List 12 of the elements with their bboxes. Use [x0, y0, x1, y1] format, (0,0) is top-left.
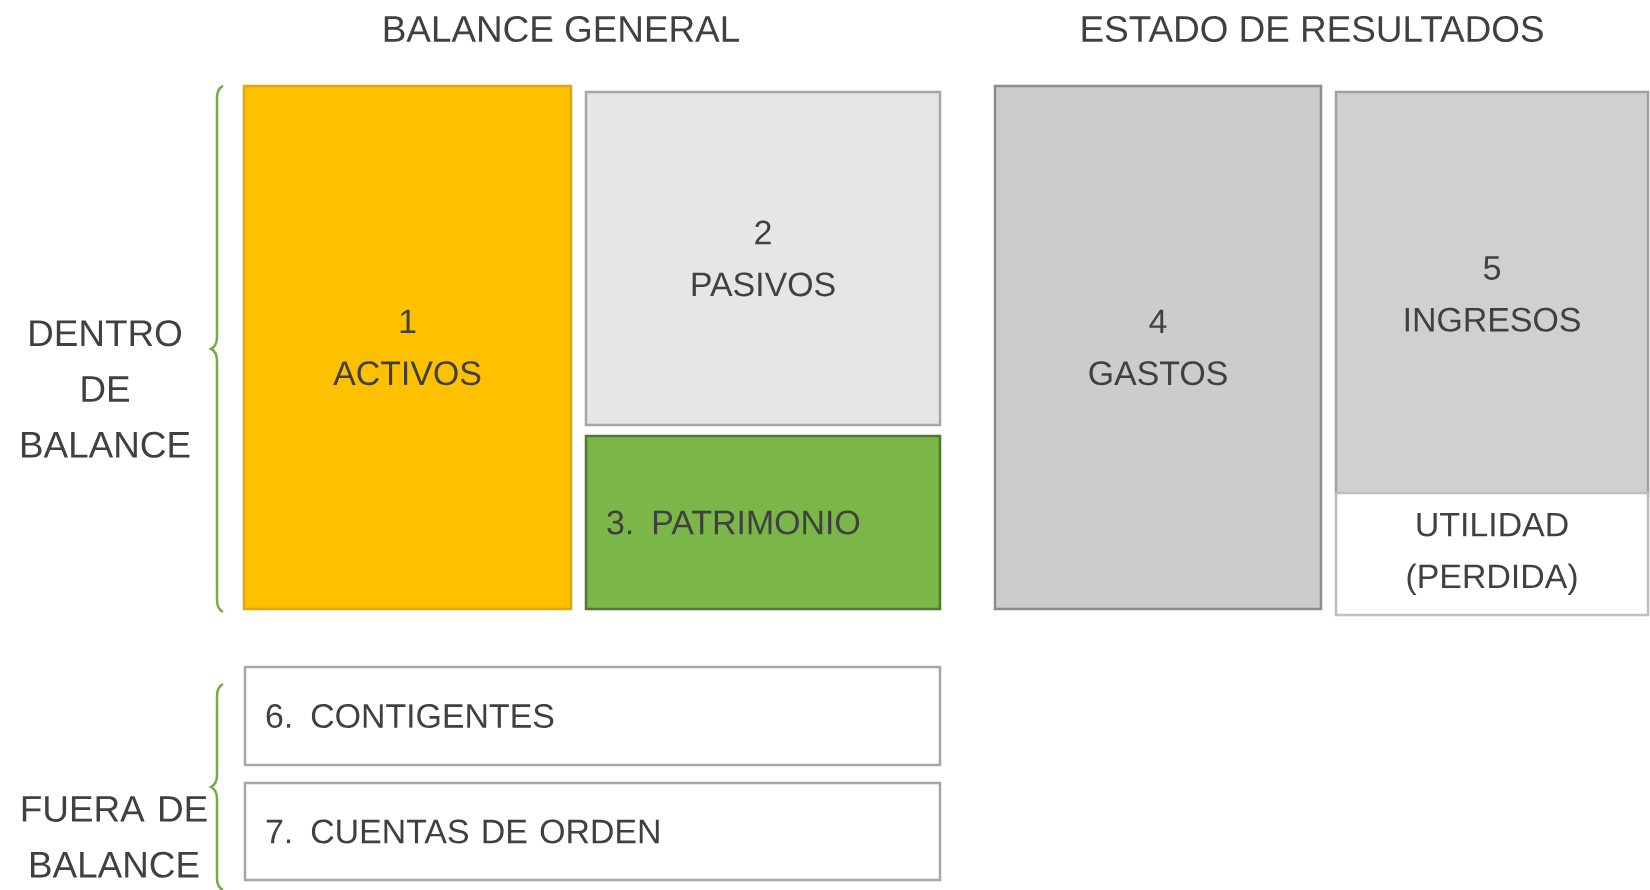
group-label: DENTRO DE BALANCE — [22, 320, 190, 458]
heading: ESTADO DE RESULTADOS — [1082, 15, 1543, 43]
account-box: 1 ACTIVOS — [242, 84, 573, 611]
account-box: 3. PATRIMONIO — [584, 434, 942, 611]
group-label: FUERA DE BALANCE — [22, 796, 207, 878]
account-box: 6. CONTIGENTES — [243, 665, 942, 767]
account-box: 4 GASTOS — [993, 84, 1323, 611]
account-box: 7. CUENTAS DE ORDEN — [243, 781, 942, 882]
heading: BALANCE GENERAL — [384, 15, 739, 43]
account-box: 5 INGRESOS — [1334, 90, 1650, 498]
account-box: UTILIDAD (PERDIDA) — [1334, 491, 1650, 617]
account-box: 2 PASIVOS — [584, 90, 942, 427]
